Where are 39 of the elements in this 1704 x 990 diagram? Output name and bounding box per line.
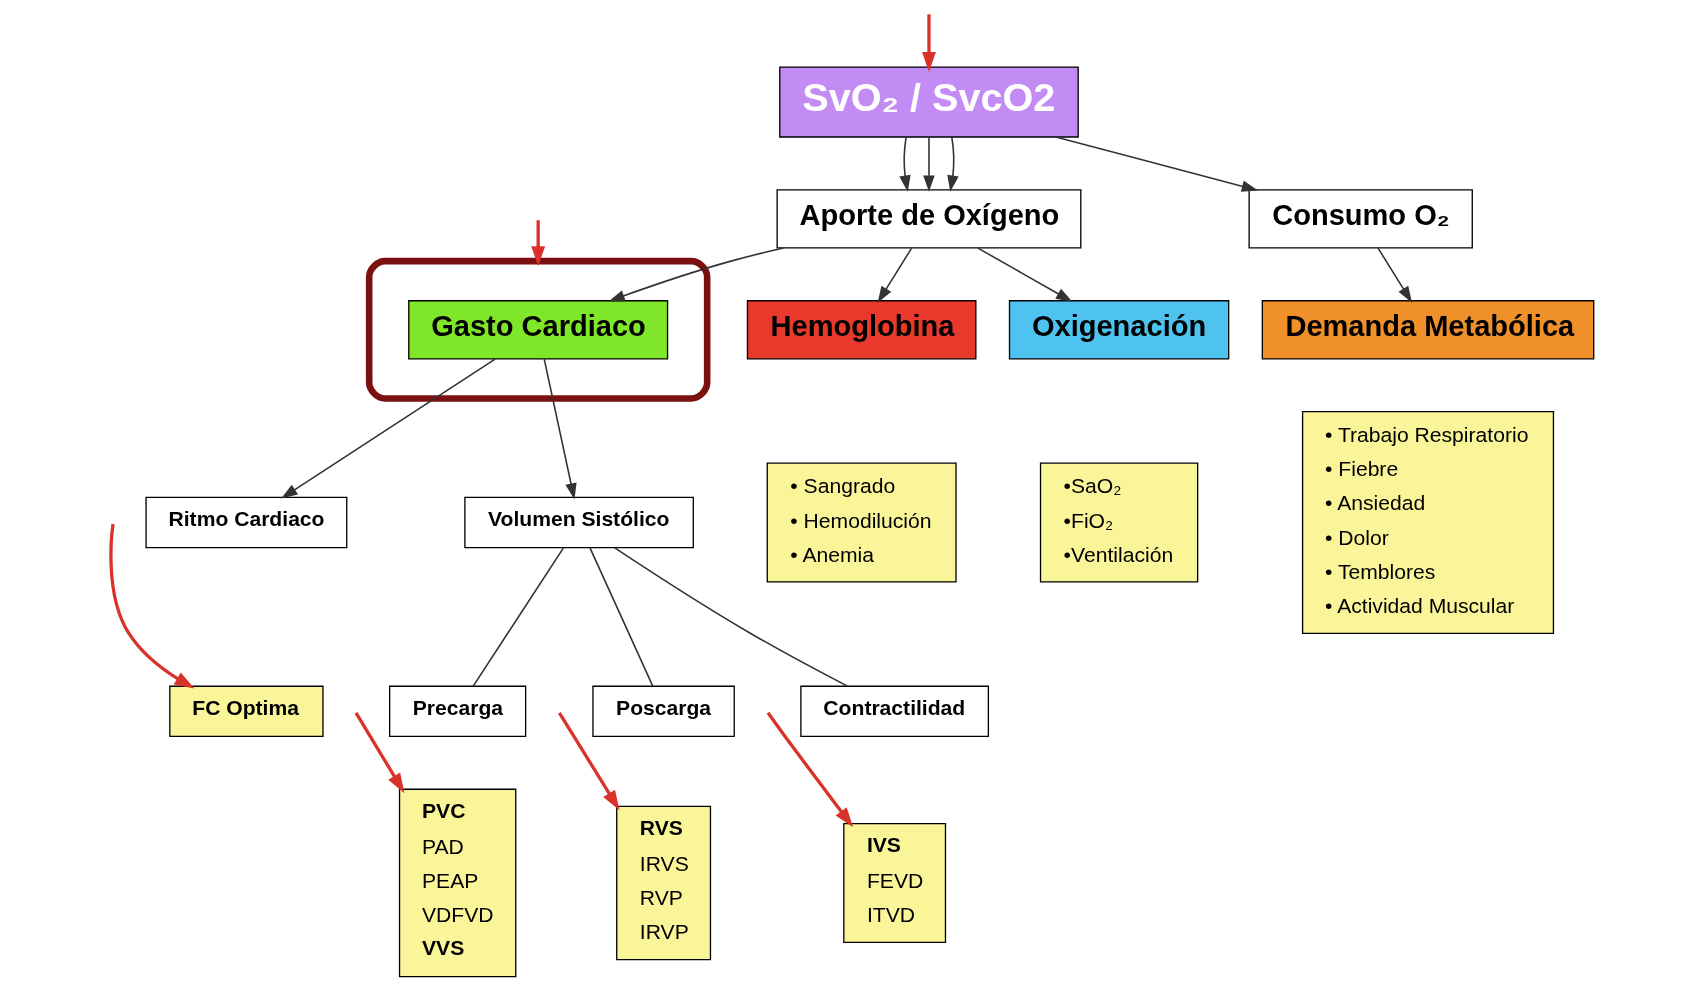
node-box: FC Optima	[169, 685, 324, 738]
arrow	[922, 14, 936, 72]
arrow	[977, 247, 1073, 302]
arrow	[354, 711, 405, 794]
node-box: Aporte de Oxígeno	[776, 189, 1082, 249]
node-box: Hemoglobina	[746, 300, 977, 360]
arrow	[1377, 247, 1412, 303]
arrow	[109, 523, 195, 689]
node-box: Consumo O₂	[1248, 189, 1473, 249]
node-box: SvO₂ / SvcO2	[779, 66, 1079, 138]
node-box: Contractilidad	[800, 685, 990, 738]
node-box: RVS IRVS RVP IRVP	[616, 805, 712, 961]
arrow	[947, 136, 959, 192]
arrow	[877, 247, 913, 303]
node-box: • Trabajo Respiratorio • Fiebre • Ansiedad • Dolor • Temblores • Actividad Muscular	[1301, 410, 1555, 635]
arrow	[281, 358, 496, 499]
node-box: Demanda Metabólica	[1261, 300, 1595, 360]
node-box: Ritmo Cardiaco	[145, 496, 348, 549]
node-box: PVC PAD PEAP VDFVD VVS	[398, 788, 517, 978]
arrow	[608, 247, 785, 302]
arrow	[557, 711, 620, 811]
node-box: Precarga	[389, 685, 527, 738]
arrow	[1055, 136, 1259, 192]
cluster	[365, 257, 711, 402]
arrow	[766, 711, 854, 828]
node-box: Poscarga	[592, 685, 735, 738]
arrow	[899, 136, 911, 192]
node-box: IVS FEVD ITVD	[843, 822, 947, 944]
connector	[613, 547, 849, 687]
node-box: Gasto Cardiaco	[408, 300, 669, 360]
connector	[589, 547, 654, 687]
connector	[472, 547, 565, 687]
node-box: Oxigenación	[1008, 300, 1230, 360]
node-box: • Sangrado • Hemodilución • Anemia	[766, 462, 957, 583]
node-box: Volumen Sistólico	[464, 496, 694, 549]
arrow	[923, 136, 935, 192]
arrow	[543, 358, 577, 500]
arrow	[531, 220, 546, 267]
node-box: •SaO₂ •FiO₂ •Ventilación	[1039, 462, 1199, 583]
